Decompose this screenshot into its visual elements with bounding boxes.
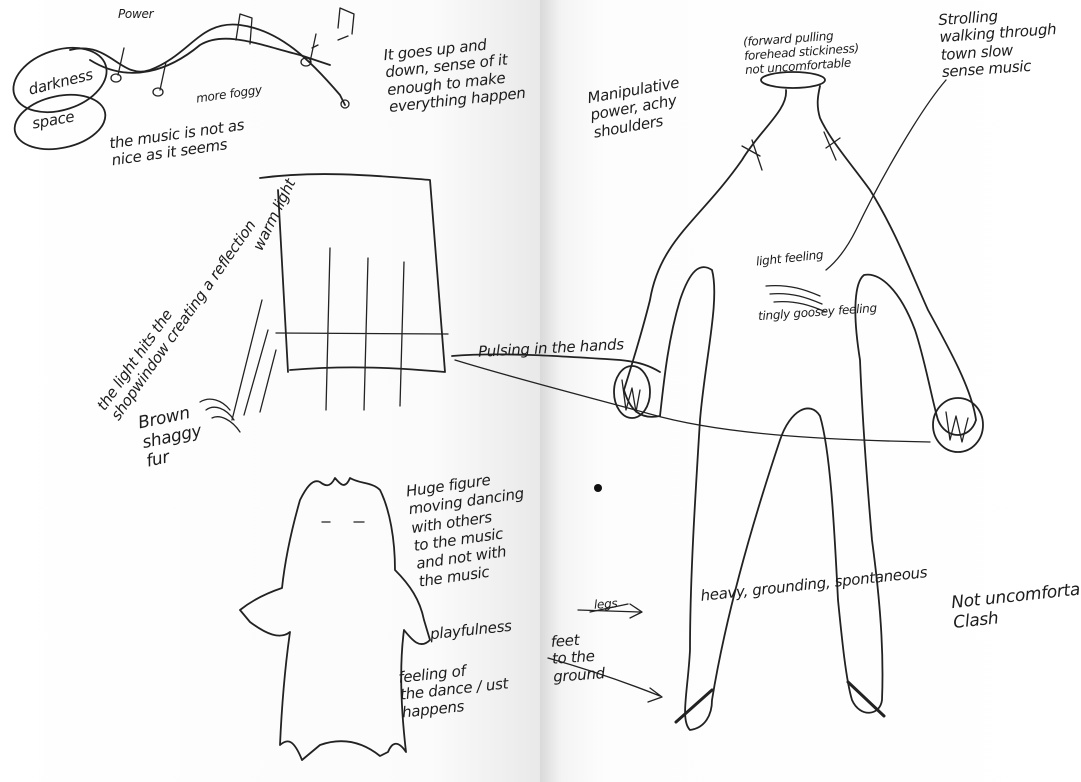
hand-scribble xyxy=(622,380,968,442)
foot-shadow-right xyxy=(848,682,884,716)
power-fragment: Power xyxy=(118,8,153,22)
feet-note: feet to the ground xyxy=(550,630,605,685)
foot-shadow-left xyxy=(676,690,712,722)
strolling-pointer xyxy=(826,80,946,270)
goes-up-note: It goes up and down, sense of it enough … xyxy=(383,33,527,116)
furry-figure xyxy=(240,478,430,760)
pulsing-line-2 xyxy=(455,360,930,442)
fur-scribble xyxy=(200,399,240,432)
body-outline xyxy=(624,86,976,730)
brown-fur-note: Brown shaggy fur xyxy=(137,402,208,472)
ink-dot xyxy=(594,484,602,492)
hand-circle-left xyxy=(614,366,650,418)
legs-label: legs xyxy=(594,597,618,612)
forward-pulling-note: (forward pulling forehead stickiness) no… xyxy=(743,28,861,77)
strolling-note: Strolling walking through town slow sens… xyxy=(938,4,1060,81)
music-notes xyxy=(118,8,354,90)
note-head xyxy=(111,74,121,82)
window-lines xyxy=(232,248,448,420)
shoulder-marks xyxy=(742,132,840,170)
note-head xyxy=(153,88,163,96)
huge-figure-note: Huge figure moving dancing with others t… xyxy=(405,466,535,591)
